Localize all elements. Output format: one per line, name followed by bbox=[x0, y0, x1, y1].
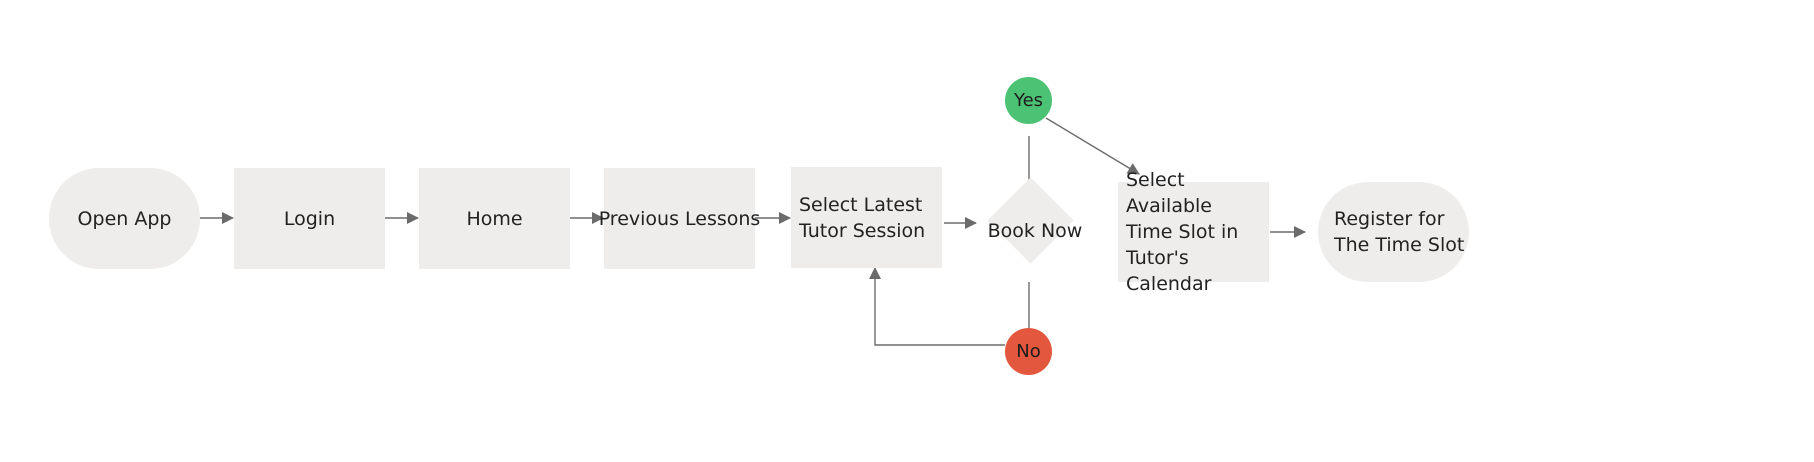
previous-lessons-node: Previous Lessons bbox=[599, 168, 760, 269]
open-app-node: Open App bbox=[49, 168, 200, 269]
home-label: Home bbox=[466, 207, 523, 230]
select-latest-tutor-session-label: Select Latest Tutor Session bbox=[799, 193, 926, 242]
select-latest-tutor-session-node: Select Latest Tutor Session bbox=[791, 167, 942, 268]
register-time-slot-node: Register for The Time Slot bbox=[1318, 182, 1469, 282]
register-time-slot-label: Register for The Time Slot bbox=[1334, 208, 1465, 256]
open-app-label: Open App bbox=[77, 207, 172, 230]
book-now-label: Book Now bbox=[987, 220, 1083, 242]
login-node: Login bbox=[234, 168, 385, 269]
home-node: Home bbox=[419, 168, 570, 269]
login-label: Login bbox=[283, 207, 336, 230]
arrow-yes-to-available bbox=[1045, 117, 1140, 175]
previous-lessons-label: Previous Lessons bbox=[598, 207, 761, 230]
arrow-no-to-select bbox=[869, 267, 1005, 346]
select-available-time-slot-node: Select Available Time Slot in Tutor's Ca… bbox=[1118, 169, 1269, 295]
select-available-time-slot-label: Select Available Time Slot in Tutor's Ca… bbox=[1126, 169, 1239, 295]
yes-branch-circle: Yes bbox=[1005, 77, 1052, 124]
yes-label: Yes bbox=[1013, 90, 1044, 111]
no-branch-circle: No bbox=[1005, 328, 1052, 375]
no-label: No bbox=[1016, 341, 1041, 362]
